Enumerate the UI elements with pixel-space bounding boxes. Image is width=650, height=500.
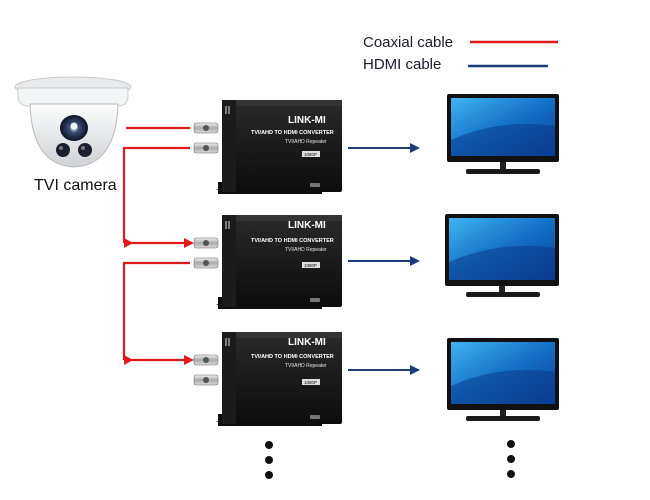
legend-hdmi-label: HDMI cable [363, 56, 442, 73]
legend-coax-label: Coaxial cable [363, 34, 454, 51]
bnc-connector-icon [193, 122, 219, 134]
monitor-icon [447, 94, 559, 174]
dome-camera-icon [14, 76, 132, 168]
converter-unit-2: LINK-MI TVI/AHD TO HDMI CONVERTER TVI/AH… [193, 215, 342, 309]
vertical-ellipsis-icon [265, 441, 273, 479]
bnc-connector-icon [193, 354, 219, 366]
bnc-connector-icon [193, 374, 219, 386]
converter-subtitle: TVI/AHD Repeater [285, 363, 327, 369]
converter-title: TVI/AHD TO HDMI CONVERTER [251, 130, 334, 136]
camera-label: TVI camera [34, 177, 117, 194]
converter-unit-1: LINK-MI TVI/AHD TO HDMI CONVERTER TVI/AH… [193, 100, 342, 194]
hdmi-cable-lines [348, 147, 412, 371]
converter-resolution: 1080P [304, 380, 317, 385]
coax-cable-lines [122, 126, 190, 360]
converter-brand: LINK-MI [288, 337, 326, 348]
bnc-connector-icon [193, 237, 219, 249]
monitor-icon [447, 338, 559, 421]
monitor-icon [445, 214, 559, 297]
converter-brand: LINK-MI [288, 115, 326, 126]
converter-subtitle: TVI/AHD Repeater [285, 139, 327, 145]
converter-resolution: 1080P [304, 152, 317, 157]
bnc-connector-icon [193, 142, 219, 154]
coax-end-arrowheads [184, 238, 194, 365]
converter-title: TVI/AHD TO HDMI CONVERTER [251, 354, 334, 360]
coax-arrowheads [124, 238, 133, 365]
hdmi-arrowheads [410, 143, 420, 375]
converter-unit-3: LINK-MI TVI/AHD TO HDMI CONVERTER TVI/AH… [193, 332, 342, 426]
converter-brand: LINK-MI [288, 220, 326, 231]
converter-resolution: 1080P [304, 263, 317, 268]
vertical-ellipsis-icon [507, 440, 515, 478]
bnc-connector-icon [193, 257, 219, 269]
converter-title: TVI/AHD TO HDMI CONVERTER [251, 238, 334, 244]
converter-subtitle: TVI/AHD Repeater [285, 247, 327, 253]
